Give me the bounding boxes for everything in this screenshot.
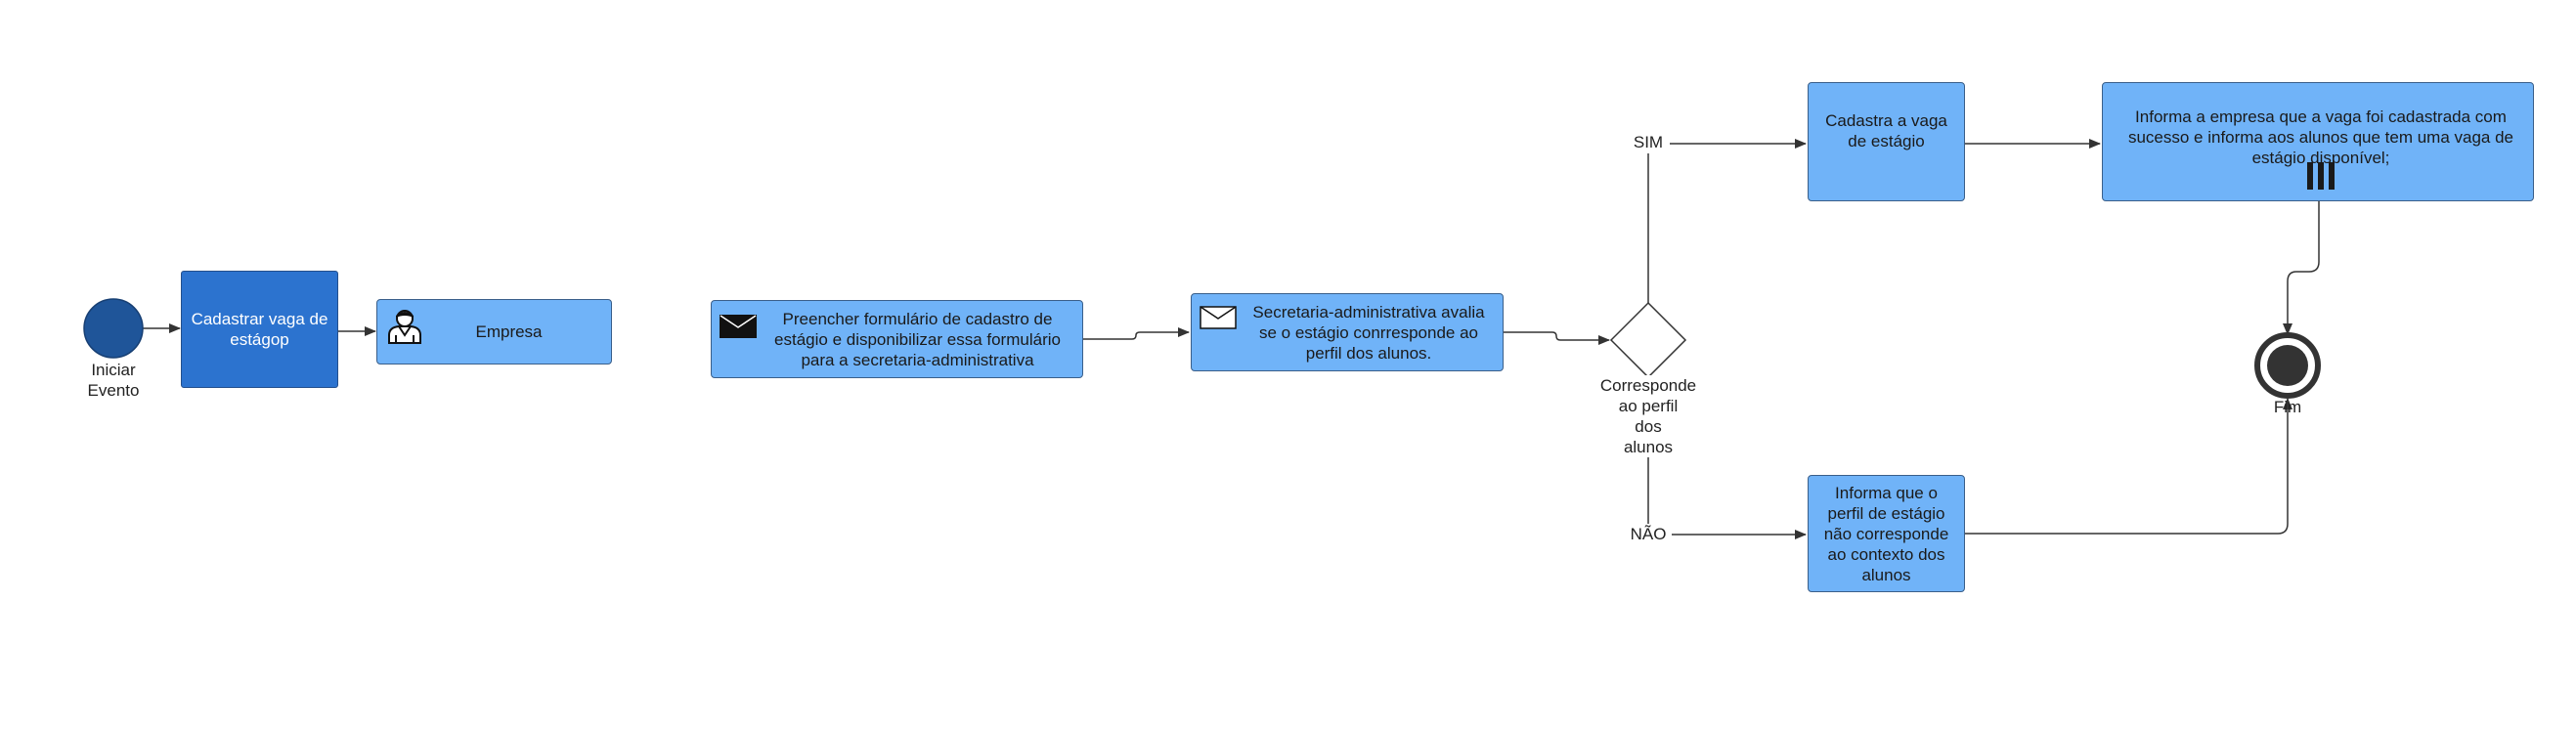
task-preencher-formulario-label: Preencher formulário de cadastro de está… [774,309,1061,369]
task-secretaria-avalia[interactable]: Secretaria-administrativa avalia se o es… [1191,293,1504,371]
task-cadastrar-vaga-label: Cadastrar vaga de estágop [191,310,328,349]
connector-preencher-to-secretaria [1083,327,1190,340]
task-empresa[interactable]: Empresa [376,299,612,364]
start-event-label: Iniciar Evento [87,361,140,400]
branch-no-label: NÃO [1625,524,1672,544]
parallel-multi-instance-icon [2305,160,2336,196]
envelope-outline-icon [1200,306,1237,334]
task-informa-sucesso-label: Informa a empresa que a vaga foi cadastr… [2127,107,2514,167]
connector-secretaria-to-gateway [1504,331,1610,345]
task-cadastra-vaga-label: Cadastra a vaga de estágio [1825,111,1947,150]
envelope-filled-icon [720,315,757,343]
branch-yes-label: SIM [1627,132,1670,152]
connector-nao-task-to-end [1965,398,2292,535]
start-event [83,298,144,359]
user-icon [385,306,424,350]
task-informa-sucesso[interactable]: Informa a empresa que a vaga foi cadastr… [2102,82,2534,201]
task-secretaria-avalia-label: Secretaria-administrativa avalia se o es… [1252,302,1485,363]
connector-informa-to-end [2283,201,2320,335]
task-cadastra-vaga[interactable]: Cadastra a vaga de estágio [1808,82,1965,201]
end-event-label: Fim [2273,398,2302,416]
exclusive-gateway [1609,301,1687,379]
end-event-inner [2267,345,2308,386]
gateway-label: Corresponde ao perfil dos alunos [1590,375,1707,457]
task-informa-nao-corresponde[interactable]: Informa que o perfil de estágio não corr… [1808,475,1965,592]
task-empresa-label: Empresa [475,322,543,341]
task-preencher-formulario[interactable]: Preencher formulário de cadastro de está… [711,300,1083,378]
task-informa-nao-corresponde-label: Informa que o perfil de estágio não corr… [1823,483,1949,584]
task-cadastrar-vaga[interactable]: Cadastrar vaga de estágop [181,271,338,388]
